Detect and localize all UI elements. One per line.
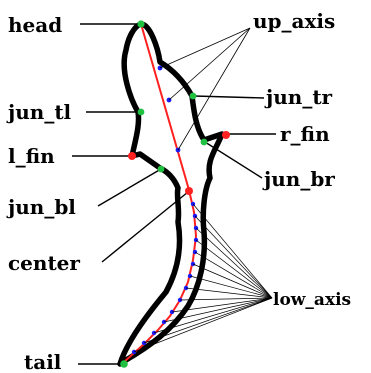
label-r-fin: r_fin [280,122,330,146]
label-center: center [8,251,80,275]
low-axis-leader [193,264,272,298]
jun-tl-point [138,109,145,116]
low-axis-leader [186,288,272,298]
center-point [185,187,193,195]
up-axis-leader [169,28,250,100]
label-jun-tl: jun_tl [6,100,72,124]
label-tail: tail [24,350,62,373]
jun-tr-point [190,93,197,100]
low-axis-leader [154,298,272,333]
upper-axis-line [141,24,189,190]
jun-bl-leader [98,169,161,206]
label-l-fin: l_fin [8,144,55,168]
label-jun-tr: jun_tr [264,85,333,109]
low-axis-leader [195,216,272,298]
jun-br-point [201,139,208,146]
up-axis-leader [160,28,250,68]
label-jun-br: jun_br [262,167,335,191]
label-head: head [8,13,62,37]
r-fin-point [222,131,230,139]
low-axis-leader [196,240,272,298]
low-axis-leader [195,252,272,298]
label-up-axis: up_axis [253,9,335,33]
head-point [137,20,144,27]
tail-point [120,360,128,368]
label-jun-bl: jun_bl [6,195,76,219]
label-low-axis: low_axis [273,290,351,310]
jun-bl-point [158,166,165,173]
jun-tr-leader [194,96,264,98]
center-leader [102,192,188,262]
junction-points [120,20,207,367]
l-fin-point [128,152,136,160]
jun-br-leader [205,142,262,178]
